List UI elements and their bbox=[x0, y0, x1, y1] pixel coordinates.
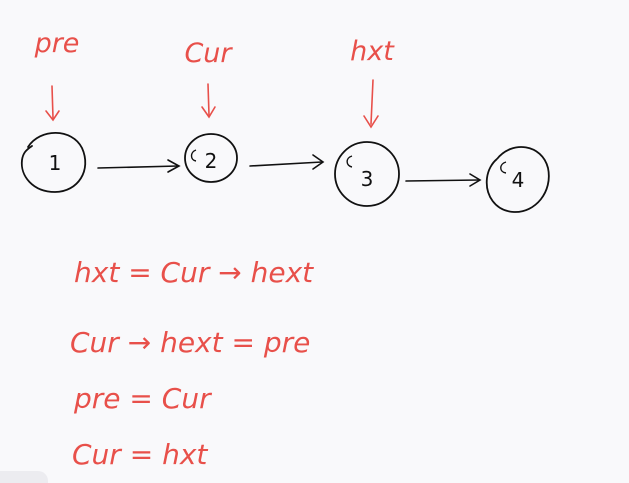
pointer-arrow-nxt bbox=[363, 79, 379, 129]
node-value-1: 1 bbox=[49, 151, 62, 175]
list-node-1: 1 bbox=[21, 132, 87, 193]
pointer-arrow-cur bbox=[201, 83, 216, 119]
pointer-label-cur: Cur bbox=[184, 38, 233, 69]
list-node-4: 4 bbox=[485, 146, 550, 213]
list-node-3: 3 bbox=[334, 141, 400, 207]
code-line-4: Cur = hxt bbox=[72, 438, 208, 471]
code-line-3: pre = Cur bbox=[73, 382, 212, 415]
code-line-2: Cur → hext = pre bbox=[70, 326, 310, 359]
pointer-label-nxt: hxt bbox=[350, 36, 395, 67]
node-value-4: 4 bbox=[512, 168, 525, 192]
pointer-label-pre: pre bbox=[34, 28, 80, 59]
next-arrow-1-2 bbox=[97, 159, 181, 173]
next-arrow-3-4 bbox=[405, 173, 482, 187]
next-arrow-2-3 bbox=[249, 154, 325, 170]
node-value-3: 3 bbox=[361, 167, 374, 191]
list-node-2: 2 bbox=[184, 133, 238, 183]
node-value-2: 2 bbox=[205, 149, 218, 173]
corner-tab[interactable] bbox=[0, 471, 48, 483]
pointer-arrow-pre bbox=[45, 85, 60, 122]
code-line-1: hxt = Cur → hext bbox=[74, 256, 314, 289]
